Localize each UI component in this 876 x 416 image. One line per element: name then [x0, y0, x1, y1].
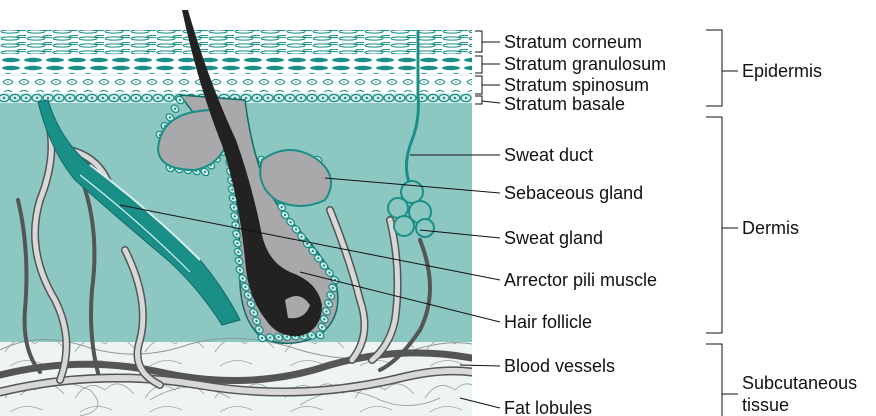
label-stratum-spinosum: Stratum spinosum: [504, 75, 649, 95]
stratum-corneum-layer: [0, 30, 472, 54]
stratum-spinosum-layer: [0, 73, 472, 92]
label-hair-follicle: Hair follicle: [504, 312, 592, 332]
label-sweat-gland: Sweat gland: [504, 228, 603, 248]
label-stratum-basale: Stratum basale: [504, 94, 625, 114]
strata-brackets: [475, 31, 500, 104]
labels: Stratum corneum Stratum granulosum Strat…: [504, 32, 857, 416]
label-subcutaneous: Subcutaneous: [742, 373, 857, 393]
label-fat-lobules: Fat lobules: [504, 398, 592, 416]
region-brackets: [706, 30, 738, 416]
label-arrector-pili-muscle: Arrector pili muscle: [504, 270, 657, 290]
label-dermis: Dermis: [742, 218, 799, 238]
label-epidermis: Epidermis: [742, 61, 822, 81]
label-blood-vessels: Blood vessels: [504, 356, 615, 376]
label-stratum-corneum: Stratum corneum: [504, 32, 642, 52]
label-sweat-duct: Sweat duct: [504, 145, 593, 165]
label-tissue: tissue: [742, 395, 789, 415]
label-sebaceous-gland: Sebaceous gland: [504, 183, 643, 203]
stratum-granulosum-layer: [0, 55, 472, 73]
label-stratum-granulosum: Stratum granulosum: [504, 54, 666, 74]
